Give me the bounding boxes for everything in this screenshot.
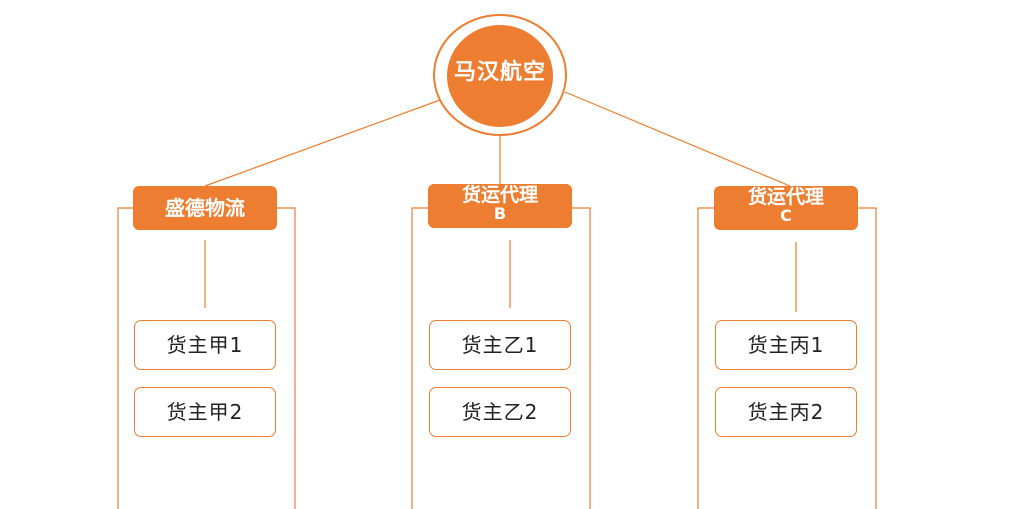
branch-node-2-label: 货运代理 [461, 184, 538, 206]
root-node [447, 25, 553, 127]
leaf-node-2-1: 货主乙1 [429, 320, 571, 370]
branch-node-3-label: 货运代理 [747, 186, 824, 208]
bracket-branch-3-right [858, 207, 877, 509]
bracket-branch-1-right [277, 207, 296, 509]
bracket-branch-2 [411, 207, 428, 509]
branch-node-1-label: 盛德物流 [165, 196, 245, 220]
bracket-branch-2-right [572, 207, 591, 509]
leaf-node-1-1: 货主甲1 [134, 320, 276, 370]
branch-node-2: 货运代理 B [428, 184, 572, 228]
bracket-branch-1 [117, 207, 133, 509]
connector-root-to-branch-3 [564, 91, 791, 187]
root-node-label: 马汉航空 [453, 60, 546, 85]
branch-node-2-sublabel: B [493, 204, 507, 223]
leaf-node-3-1: 货主丙1 [715, 320, 857, 370]
connector-root-to-branch-1 [204, 99, 441, 187]
branch-node-1: 盛德物流 [133, 186, 277, 230]
leaf-node-1-2: 货主甲2 [134, 387, 276, 437]
leaf-node-2-2: 货主乙2 [429, 387, 571, 437]
leaf-node-3-2: 货主丙2 [715, 387, 857, 437]
bracket-branch-3 [697, 207, 714, 509]
branch-node-3: 货运代理 C [714, 186, 858, 230]
branch-node-3-sublabel: C [780, 206, 792, 225]
